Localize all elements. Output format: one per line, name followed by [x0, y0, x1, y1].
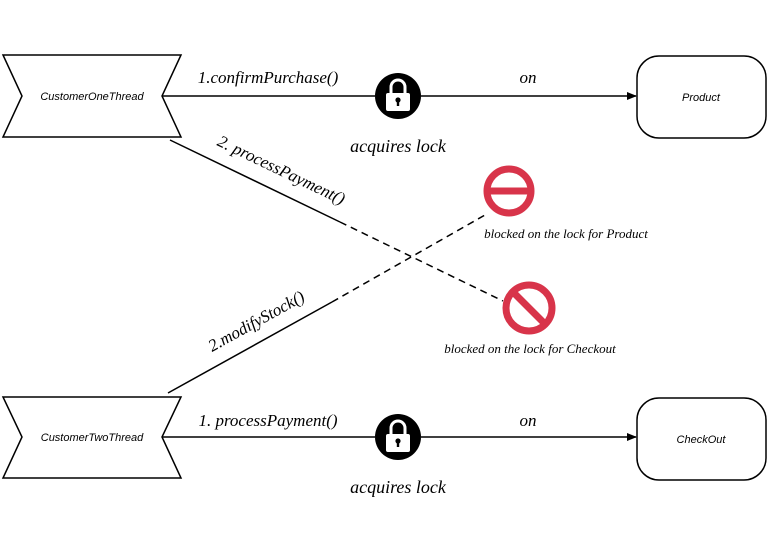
padlock-icon — [375, 414, 421, 460]
edge-one-process-payment-dashed — [339, 221, 504, 302]
bottom-on-label: on — [520, 411, 537, 430]
confirm-purchase-label: 1.confirmPurchase() — [198, 68, 339, 87]
blocked-product-label: blocked on the lock for Product — [484, 226, 648, 241]
edge-two-modify-stock-dashed — [331, 214, 486, 303]
product-node: Product — [636, 55, 767, 139]
edge-two-modify-stock-solid — [167, 301, 333, 394]
checkout-node: CheckOut — [636, 397, 767, 481]
checkout-label: CheckOut — [677, 434, 727, 446]
modify-stock-label: 2.modifyStock() — [205, 287, 308, 356]
edge-one-process-payment-solid — [169, 139, 341, 223]
top-on-label: on — [520, 68, 537, 87]
customer-one-thread-node: CustomerOneThread — [1, 54, 183, 138]
customer-two-thread-label: CustomerTwoThread — [41, 432, 144, 444]
product-label: Product — [682, 92, 721, 104]
padlock-icon — [375, 73, 421, 119]
blocked-checkout-label: blocked on the lock for Checkout — [444, 341, 616, 356]
top-acquires-lock-label: acquires lock — [350, 136, 447, 156]
customer-two-thread-node: CustomerTwoThread — [1, 396, 183, 479]
process-payment-one-label: 1. processPayment() — [198, 411, 337, 430]
process-payment-two-label: 2. processPayment() — [214, 132, 348, 209]
prohibited-icon — [502, 281, 556, 335]
do-not-enter-icon — [483, 165, 535, 217]
bottom-acquires-lock-label: acquires lock — [350, 477, 447, 497]
customer-one-thread-label: CustomerOneThread — [40, 91, 144, 103]
